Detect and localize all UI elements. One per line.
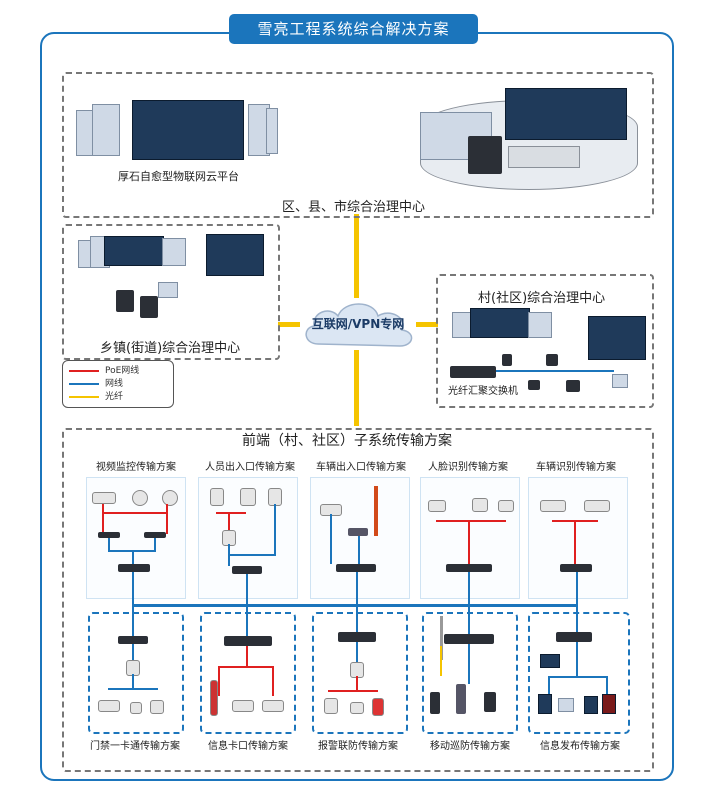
ethernet-backbone [132,604,578,607]
county-center-section [62,72,654,218]
switch-icon [560,564,592,572]
platform-label: 厚石自愈型物联网云平台 [118,170,239,183]
subsystem-panel-signage [528,612,630,734]
subsystem-panel-checkpoint [200,612,296,734]
town-center-label: 乡镇(街道)综合治理中心 [100,341,241,356]
subsystem-label-vehicle-gate: 车辆出入口传输方案 [316,462,406,473]
subsystem-label-checkpoint: 信息卡口传输方案 [208,741,288,752]
legend-item-fiber: 光纤 [69,390,123,404]
camera-icon [210,680,218,716]
subsystem-label-access: 门禁一卡通传输方案 [90,741,180,752]
switch-icon [556,632,592,642]
monitor-icon [158,282,178,298]
fiber-line-left [278,322,300,327]
cloud-icon [305,303,413,347]
switch-icon [224,636,272,646]
subsystem-panel-vehicle-gate [310,477,410,599]
switch-icon [336,564,376,572]
legend-item-poe: PoE网线 [69,364,139,378]
fiber-line-vertical-top [354,214,359,298]
front-end-section [62,428,654,772]
camera-icon [232,700,254,712]
county-center-label: 区、县、市综合治理中心 [282,200,426,215]
subsystem-label-face: 人脸识别传输方案 [428,462,508,473]
switch-icon [338,632,376,642]
village-center-section [436,274,654,408]
switch-icon [232,566,262,574]
camera-icon [540,500,566,512]
network-label: 互联网/VPN专网 [311,317,405,331]
subsystem-panel-face [420,477,520,599]
fiber-switch-label: 光纤汇聚交换机 [448,386,518,397]
switch-icon [98,532,120,538]
video-wall-icon [206,234,264,276]
camera-icon [472,498,488,512]
subsystem-label-signage: 信息发布传输方案 [540,741,620,752]
camera-icon [92,492,116,504]
subsystem-panel-access [88,612,184,734]
switch-icon [118,636,148,644]
village-center-label: 村(社区)综合治理中心 [478,291,606,306]
switch-icon [450,366,496,378]
camera-icon [132,490,148,506]
subsystem-panel-alarm [312,612,408,734]
subsystem-label-personnel: 人员出入口传输方案 [205,462,295,473]
camera-icon [584,500,610,512]
camera-icon [162,490,178,506]
legend: PoE网线 网线 光纤 [62,360,174,408]
subsystem-panel-patrol [422,612,518,734]
page-title: 雪亮工程系统综合解决方案 [229,14,478,44]
video-wall-icon [588,316,646,360]
subsystem-panel-plate [528,477,628,599]
fiber-line-vertical-bottom [354,350,359,426]
subsystem-label-plate: 车辆识别传输方案 [536,462,616,473]
subsystem-label-video: 视频监控传输方案 [96,462,176,473]
switch-icon [444,634,494,644]
switch-icon [144,532,166,538]
front-end-label: 前端（村、社区）子系统传输方案 [242,433,452,449]
subsystem-label-patrol: 移动巡防传输方案 [430,741,510,752]
server-icon [116,290,134,312]
camera-icon [262,700,284,712]
town-center-section [62,224,280,360]
subsystem-label-alarm: 报警联防传输方案 [318,741,398,752]
legend-item-ethernet: 网线 [69,377,123,391]
monitor-icon [540,654,560,668]
fiber-line-right [416,322,438,327]
camera-icon [498,500,514,512]
switch-icon [118,564,150,572]
server-icon [468,136,502,174]
camera-icon [428,500,446,512]
switch-icon [446,564,492,572]
